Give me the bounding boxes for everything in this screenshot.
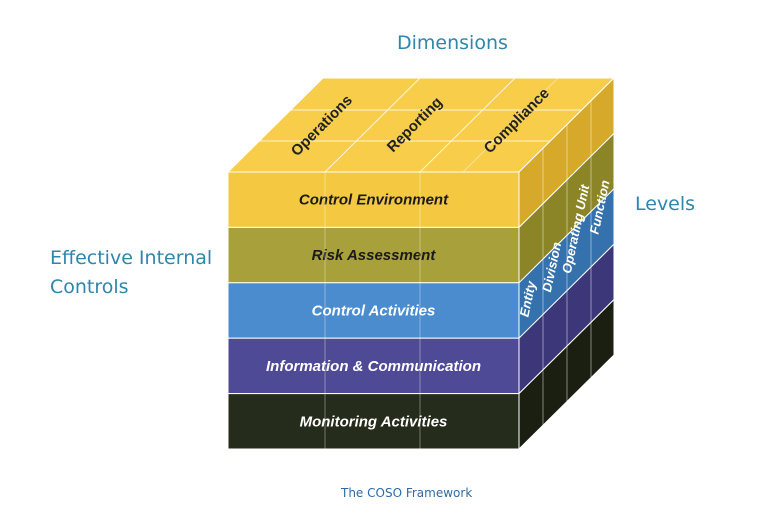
dimensions-label: Dimensions (397, 32, 508, 54)
band-label-0: Control Environment (299, 192, 449, 209)
band-3 (227, 337, 520, 395)
effective-label-line2: Controls (50, 276, 129, 298)
side-face (518, 76, 615, 451)
band-label-1: Risk Assessment (312, 247, 437, 264)
effective-label-line1: Effective Internal (50, 247, 213, 269)
band-label-4: Monitoring Activities (300, 413, 448, 430)
side-band-4 (518, 298, 615, 451)
band-1 (227, 226, 520, 284)
front-face-grid (324, 172, 421, 449)
band-label-3: Information & Communication (266, 358, 481, 375)
band-2 (227, 282, 520, 339)
effective-internal-controls-label: Effective Internal Controls (50, 244, 250, 302)
band-0 (227, 171, 520, 228)
levels-label: Levels (635, 193, 696, 215)
side-face-grid (542, 100, 592, 425)
top-face-grid (259, 77, 582, 173)
band-4 (227, 393, 520, 450)
caption-text: The COSO Framework (341, 486, 473, 500)
band-label-2: Control Activities (312, 303, 436, 320)
